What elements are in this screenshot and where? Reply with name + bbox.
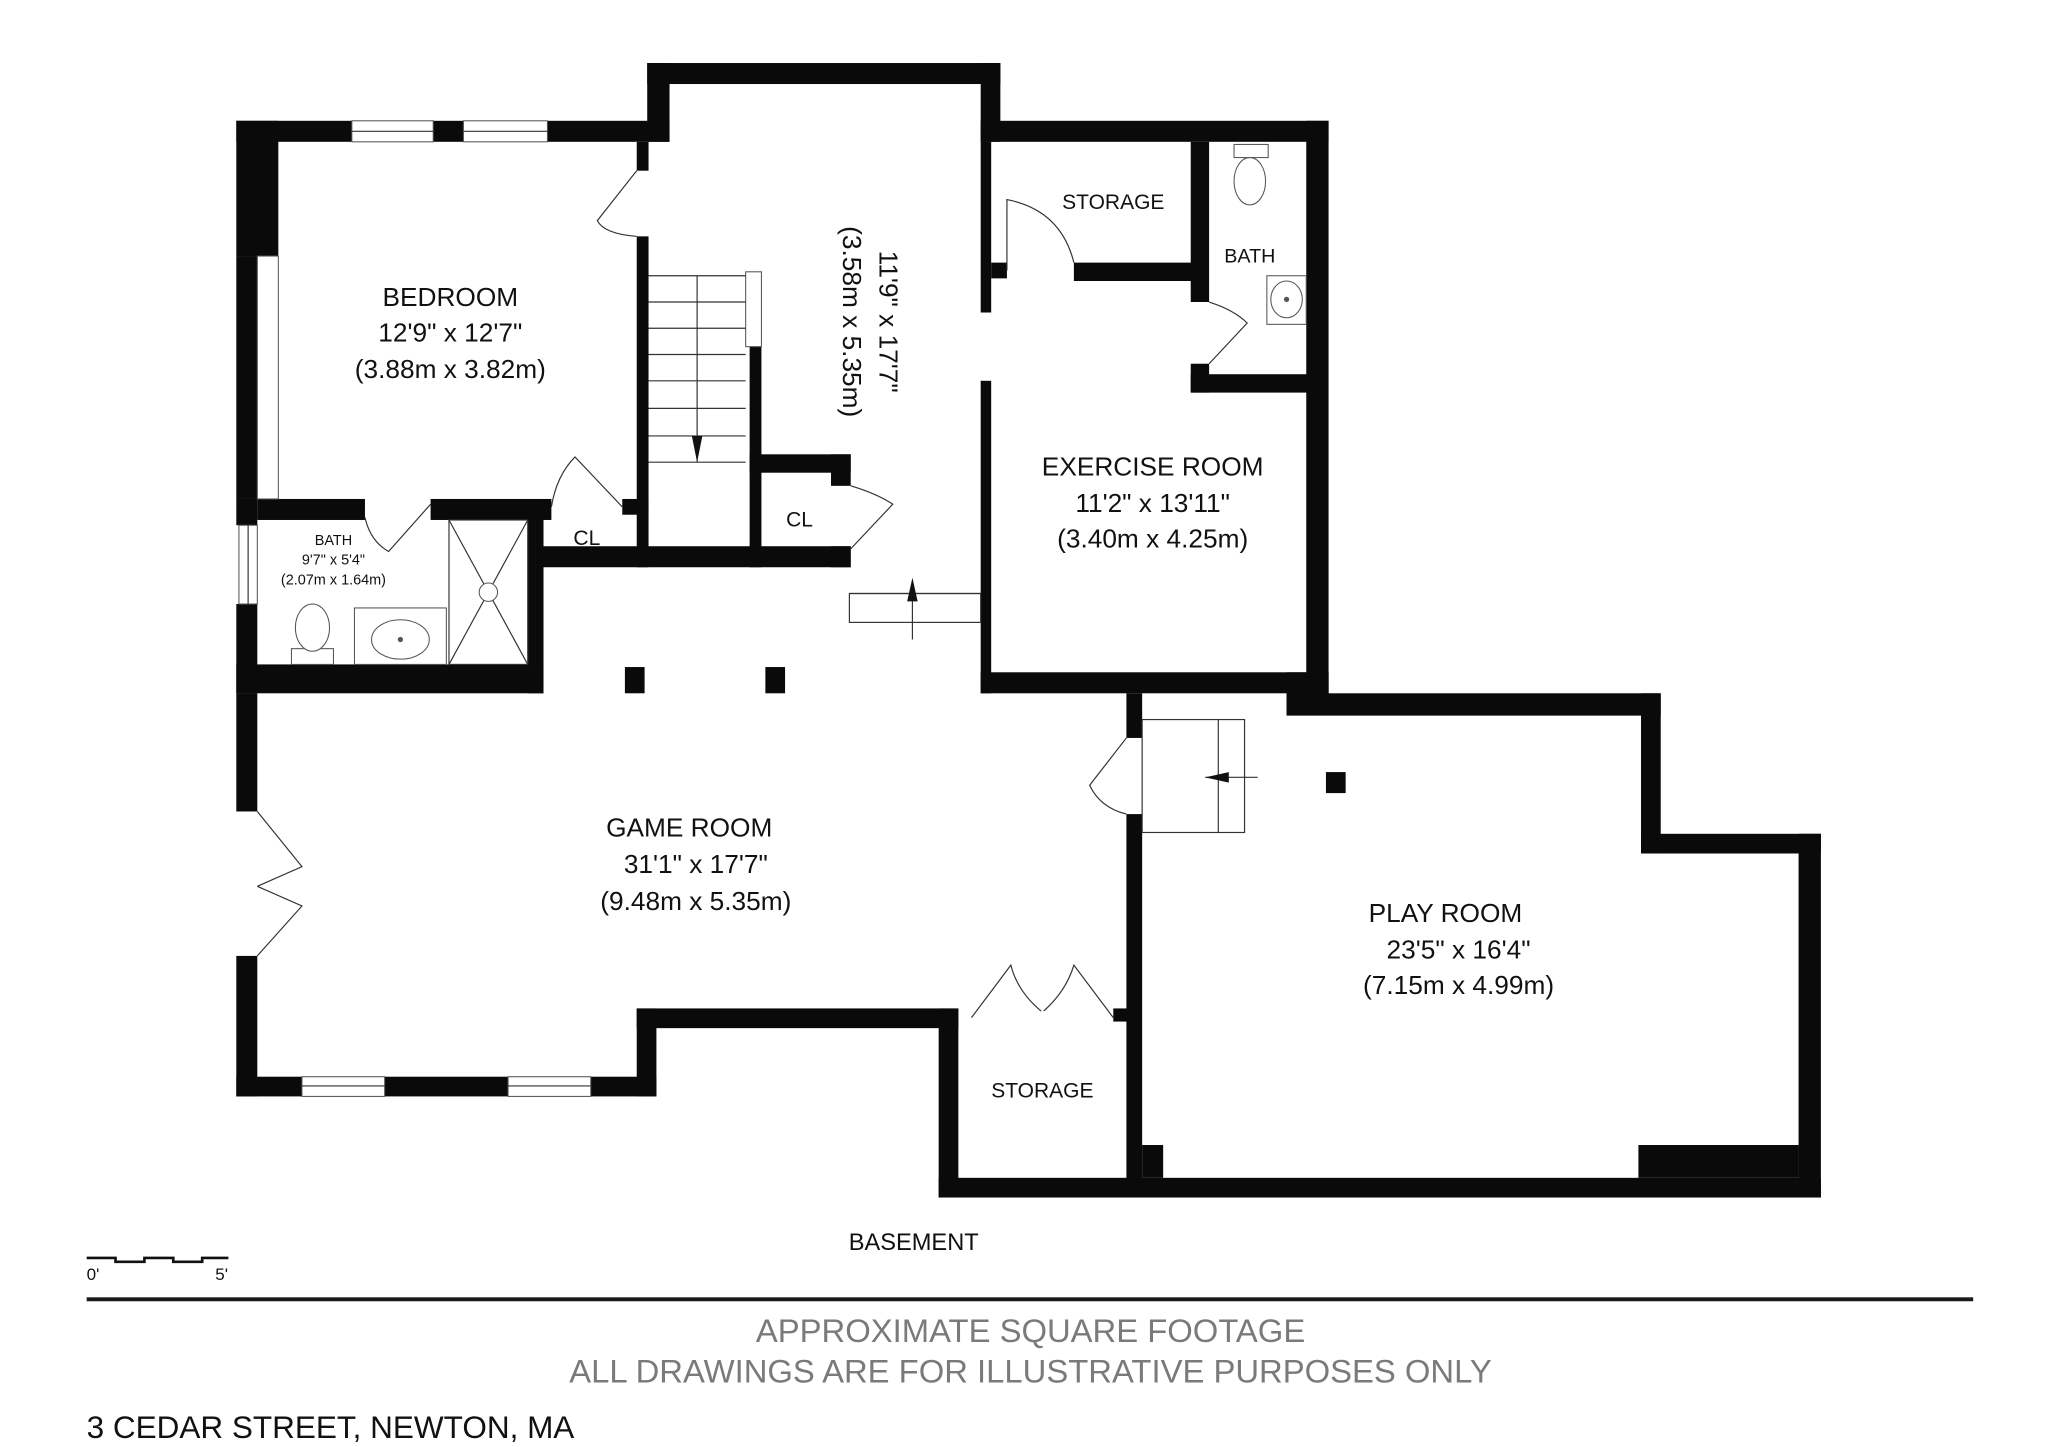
- room-play: PLAY ROOM 23'5" x 16'4" (7.15m x 4.99m): [1363, 898, 1554, 1000]
- room-name: BEDROOM: [382, 282, 518, 312]
- room-storage-1: STORAGE: [1062, 191, 1164, 214]
- room-size-imperial: 11'9" x 17'7": [874, 251, 904, 393]
- room-closet-1: CL: [573, 527, 600, 550]
- property-address: 3 CEDAR STREET, NEWTON, MA: [87, 1409, 575, 1445]
- room-size-imperial: 23'5" x 16'4": [1387, 935, 1531, 965]
- room-size-metric: (9.48m x 5.35m): [600, 886, 791, 916]
- scale-start-label: 0': [87, 1265, 100, 1284]
- room-size-metric: (3.58m x 5.35m): [837, 226, 867, 417]
- room-game: GAME ROOM 31'1" x 17'7" (9.48m x 5.35m): [600, 812, 791, 916]
- room-name: BATH: [315, 533, 352, 549]
- room-size-imperial: 12'9" x 12'7": [378, 317, 522, 347]
- bath-fixtures: [290, 143, 1307, 666]
- disclaimer-line-2: ALL DRAWINGS ARE FOR ILLUSTRATIVE PURPOS…: [569, 1353, 1492, 1390]
- doors: [256, 170, 1249, 1018]
- scale-end-label: 5': [215, 1265, 228, 1284]
- room-size-imperial: 31'1" x 17'7": [624, 849, 768, 879]
- room-size-imperial: 9'7" x 5'4": [302, 553, 365, 569]
- room-bath-2: BATH: [1224, 246, 1275, 268]
- room-size-metric: (3.88m x 3.82m): [355, 354, 546, 384]
- room-size-imperial: 11'2" x 13'11": [1075, 488, 1230, 518]
- room-size-metric: (3.40m x 4.25m): [1057, 524, 1248, 554]
- walls: [236, 63, 1821, 1198]
- room-closet-2: CL: [786, 509, 813, 532]
- room-hallway: 11'9" x 17'7" (3.58m x 5.35m): [837, 226, 904, 417]
- disclaimer-line-1: APPROXIMATE SQUARE FOOTAGE: [756, 1312, 1305, 1349]
- room-exercise: EXERCISE ROOM 11'2" x 13'11" (3.40m x 4.…: [1042, 451, 1264, 553]
- room-size-metric: (2.07m x 1.64m): [281, 572, 386, 588]
- room-storage-2: STORAGE: [991, 1080, 1093, 1103]
- room-size-metric: (7.15m x 4.99m): [1363, 970, 1554, 1000]
- room-bath-1: BATH 9'7" x 5'4" (2.07m x 1.64m): [281, 533, 386, 588]
- floor-title: BASEMENT: [849, 1230, 979, 1256]
- room-name: GAME ROOM: [606, 812, 772, 842]
- room-name: EXERCISE ROOM: [1042, 451, 1264, 481]
- stairs: [648, 271, 1258, 834]
- scale-bar: 0' 5': [86, 1256, 229, 1284]
- windows: [238, 120, 592, 1097]
- footer-divider: [86, 1297, 1974, 1302]
- room-name: PLAY ROOM: [1369, 898, 1523, 928]
- room-bedroom: BEDROOM 12'9" x 12'7" (3.88m x 3.82m): [355, 282, 546, 384]
